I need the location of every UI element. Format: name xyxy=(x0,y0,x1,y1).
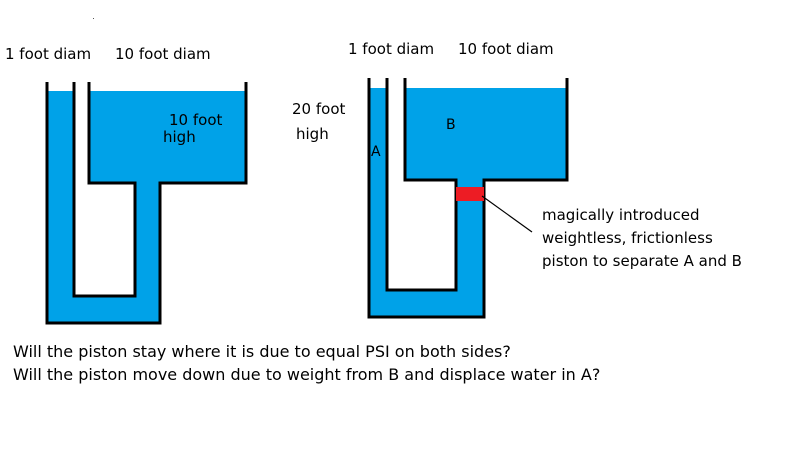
piston-annotation: magically introduced weightless, frictio… xyxy=(542,206,742,270)
middle-height-label-line1: 20 foot xyxy=(292,100,346,118)
stray-dot xyxy=(93,18,94,19)
left-wide-diameter-label: 10 foot diam xyxy=(115,45,211,63)
question-1: Will the piston stay where it is due to … xyxy=(13,342,511,361)
left-u-tube xyxy=(45,82,248,325)
chamber-a-label: A xyxy=(371,144,381,160)
right-wide-diameter-label: 10 foot diam xyxy=(458,40,554,58)
middle-height-label-line2: high xyxy=(296,125,329,143)
right-tube-outline xyxy=(367,78,569,319)
left-height-label-line1: 10 foot xyxy=(169,111,223,129)
right-u-tube xyxy=(367,78,569,319)
left-narrow-diameter-label: 1 foot diam xyxy=(5,45,92,63)
left-tube-outline xyxy=(45,82,248,325)
question-2: Will the piston move down due to weight … xyxy=(13,365,601,384)
piston xyxy=(456,187,484,201)
piston-pointer-line xyxy=(481,195,533,233)
right-narrow-diameter-label: 1 foot diam xyxy=(348,40,435,58)
chamber-b-label: B xyxy=(446,117,456,133)
right-water xyxy=(369,88,567,317)
left-water xyxy=(47,91,246,323)
left-height-label-line2: high xyxy=(163,128,196,146)
